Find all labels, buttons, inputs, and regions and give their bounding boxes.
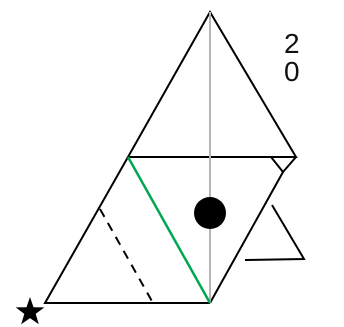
lower-body-right-edge [271, 157, 296, 172]
dashed-fold-line [100, 209, 153, 303]
lower-body-left-edge [45, 157, 210, 303]
right-small-flap [245, 205, 304, 260]
star-icon [16, 297, 45, 324]
diagonal-right-edge [210, 172, 283, 303]
step-number: 2 0 [284, 30, 344, 86]
top-triangle-flap [128, 12, 296, 157]
filled-circle-icon [194, 197, 226, 229]
